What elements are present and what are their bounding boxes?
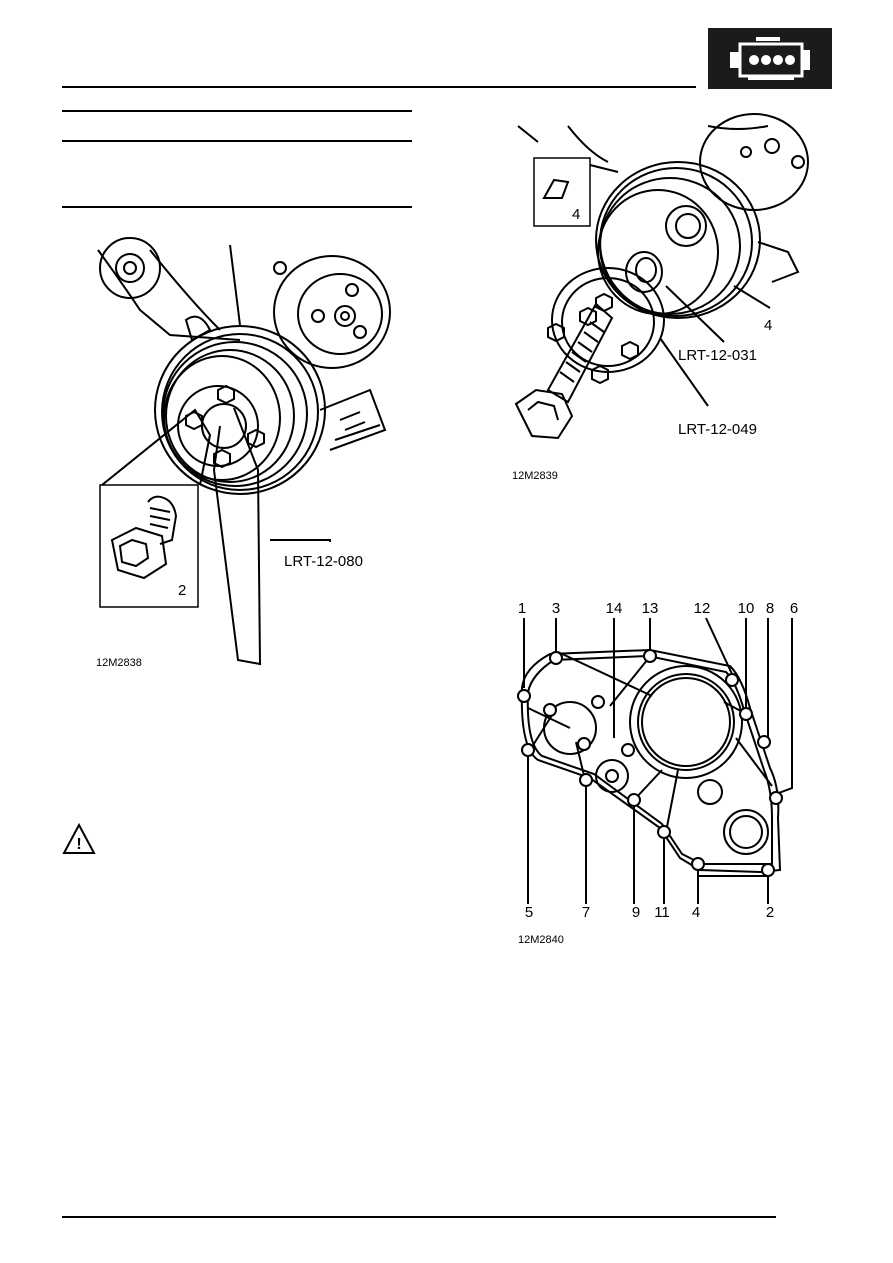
caution-symbol: ! <box>76 836 81 853</box>
warning-triangle-icon: ! <box>62 823 96 854</box>
fig1-inset-callout: 2 <box>178 582 186 599</box>
bolt-number: 13 <box>641 600 659 617</box>
figure-12M2840 <box>517 617 793 904</box>
engine-logo <box>708 28 832 89</box>
bolt-number: 1 <box>517 600 527 617</box>
engine-icon <box>730 37 810 80</box>
bolt-number: 8 <box>765 600 775 617</box>
bolt-number: 7 <box>581 904 591 921</box>
bolt-number: 6 <box>789 600 799 617</box>
bolt-number: 14 <box>605 600 623 617</box>
fig3-id: 12M2840 <box>518 934 564 946</box>
fig2-item-callout: 4 <box>764 317 772 334</box>
fig1-tool-callout: LRT-12-080 <box>284 553 363 570</box>
bolt-number: 12 <box>693 600 711 617</box>
fig2-tool2-callout: LRT-12-049 <box>678 421 757 438</box>
bolt-number: 10 <box>737 600 755 617</box>
footer-rule <box>62 1216 776 1218</box>
bolt-number: 9 <box>631 904 641 921</box>
header-rule <box>62 86 696 88</box>
bolt-number: 11 <box>654 904 670 921</box>
bolt-number: 2 <box>765 904 775 921</box>
figure-12M2838: 2 LRT-12-080 <box>97 237 391 666</box>
bolt-number: 5 <box>524 904 534 921</box>
fig1-id: 12M2838 <box>96 657 142 669</box>
fig2-tool1-callout: LRT-12-031 <box>678 347 757 364</box>
section-rule-3 <box>62 206 412 208</box>
figure-12M2839: 4 4 LRT-12-031 LRT-12-049 <box>514 113 809 440</box>
section-rule-1 <box>62 110 412 112</box>
section-rule-2 <box>62 140 412 142</box>
bolt-number: 4 <box>691 904 701 921</box>
fig2-inset-callout: 4 <box>572 206 580 223</box>
fig2-id: 12M2839 <box>512 470 558 482</box>
bolt-number: 3 <box>551 600 561 617</box>
